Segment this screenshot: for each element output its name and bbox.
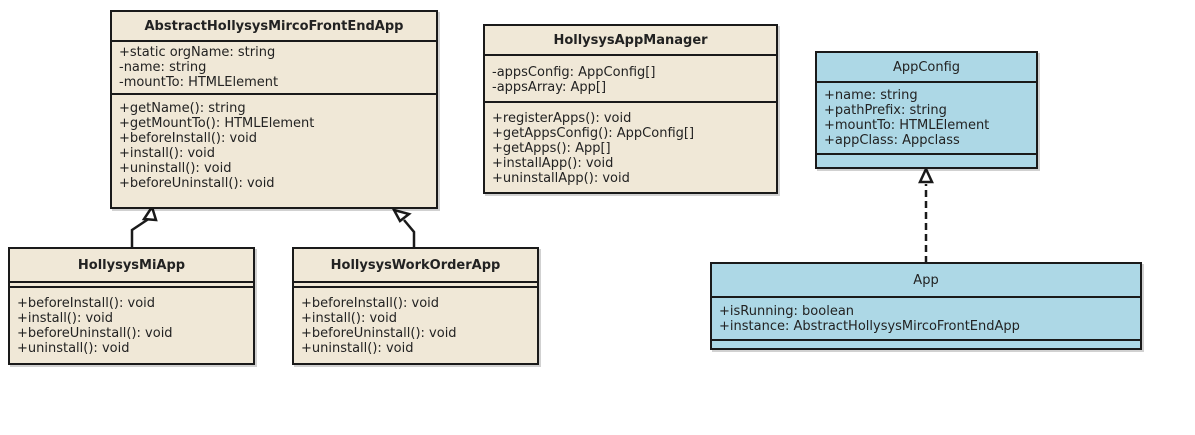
method: +install(): void — [17, 311, 113, 326]
attribute: +pathPrefix: string — [824, 103, 947, 118]
attributes-section — [294, 283, 537, 288]
methods-section: +getName(): string +getMountTo(): HTMLEl… — [112, 95, 436, 194]
class-work-order-app[interactable]: HollysysWorkOrderApp +beforeInstall(): v… — [292, 247, 539, 365]
attribute: +static orgName: string — [119, 45, 276, 60]
method: +beforeInstall(): void — [301, 296, 440, 311]
class-app[interactable]: App +isRunning: boolean +instance: Abstr… — [710, 262, 1142, 350]
attribute: +name: string — [824, 88, 918, 103]
method: +uninstall(): void — [301, 341, 414, 356]
method: +registerApps(): void — [492, 111, 632, 126]
attribute: -appsArray: App[] — [492, 80, 607, 95]
class-app-manager[interactable]: HollysysAppManager -appsConfig: AppConfi… — [483, 24, 778, 194]
attribute: +appClass: Appclass — [824, 133, 960, 148]
method: +uninstallApp(): void — [492, 171, 630, 186]
method: +install(): void — [301, 311, 397, 326]
method: +getAppsConfig(): AppConfig[] — [492, 126, 695, 141]
generalization-arrowhead-work-order-app — [391, 208, 412, 223]
attributes-section: +name: string +pathPrefix: string +mount… — [817, 83, 1036, 155]
class-name: AppConfig — [817, 53, 1036, 83]
generalization-arrowhead-mi-app — [141, 204, 158, 222]
method: +beforeUninstall(): void — [17, 326, 173, 341]
method: +getMountTo(): HTMLElement — [119, 116, 315, 131]
realization-arrowhead-app — [918, 166, 934, 184]
attribute: -mountTo: HTMLElement — [119, 75, 279, 90]
attribute: +isRunning: boolean — [719, 304, 855, 319]
method: +getName(): string — [119, 101, 246, 116]
method: +getApps(): App[] — [492, 141, 611, 156]
class-app-config[interactable]: AppConfig +name: string +pathPrefix: str… — [815, 51, 1038, 169]
method: +uninstall(): void — [17, 341, 130, 356]
attribute: +instance: AbstractHollysysMircoFrontEnd… — [719, 319, 1020, 334]
class-name: App — [712, 264, 1140, 298]
method: +beforeUninstall(): void — [301, 326, 457, 341]
method: +beforeInstall(): void — [119, 131, 258, 146]
method: +install(): void — [119, 146, 215, 161]
methods-section — [712, 341, 1140, 344]
generalization-line-work-order-app — [403, 219, 416, 248]
method: +beforeInstall(): void — [17, 296, 156, 311]
class-abstract-app[interactable]: AbstractHollysysMircoFrontEndApp +static… — [110, 10, 438, 209]
methods-section: +beforeInstall(): void +install(): void … — [10, 288, 253, 359]
methods-section: +registerApps(): void +getAppsConfig(): … — [485, 103, 776, 189]
methods-section — [817, 155, 1036, 158]
method: +installApp(): void — [492, 156, 614, 171]
class-name: HollysysMiApp — [10, 249, 253, 283]
attribute: -name: string — [119, 60, 207, 75]
class-name: AbstractHollysysMircoFrontEndApp — [112, 12, 436, 42]
class-mi-app[interactable]: HollysysMiApp +beforeInstall(): void +in… — [8, 247, 255, 365]
attributes-section: -appsConfig: AppConfig[] -appsArray: App… — [485, 56, 776, 103]
class-name: HollysysAppManager — [485, 26, 776, 56]
attributes-section: +isRunning: boolean +instance: AbstractH… — [712, 298, 1140, 341]
method: +beforeUninstall(): void — [119, 176, 275, 191]
attribute: -appsConfig: AppConfig[] — [492, 65, 656, 80]
attributes-section: +static orgName: string -name: string -m… — [112, 42, 436, 95]
attributes-section — [10, 283, 253, 288]
class-name: HollysysWorkOrderApp — [294, 249, 537, 283]
method: +uninstall(): void — [119, 161, 232, 176]
attribute: +mountTo: HTMLElement — [824, 118, 990, 133]
methods-section: +beforeInstall(): void +install(): void … — [294, 288, 537, 359]
